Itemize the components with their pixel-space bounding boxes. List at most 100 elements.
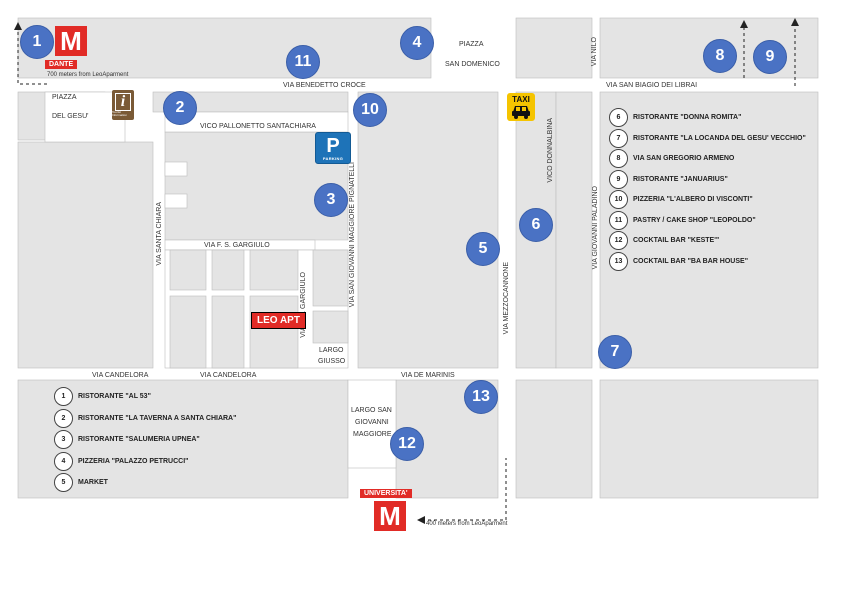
notch-1 — [164, 161, 188, 177]
sub-block-a — [169, 249, 207, 291]
block-bottom-left — [17, 379, 349, 499]
street-de-marinis: VIA DE MARINIS — [401, 372, 455, 379]
label-largo-sgm-2: GIOVANNI — [355, 419, 389, 426]
marker-5[interactable]: 5 — [466, 232, 500, 266]
street-donnalbina: VICO DONNALBINA — [547, 118, 554, 183]
legend-number: 4 — [54, 451, 73, 471]
legend-label: RISTORANTE "SALUMERIA UPNEA" — [78, 436, 200, 443]
street-pignatelli: VIA SAN GIOVANNI MAGGIORE PIGNATELLI — [349, 162, 356, 308]
legend-number: 11 — [609, 210, 628, 230]
legend-label: PASTRY / CAKE SHOP "LEOPOLDO" — [633, 216, 756, 224]
marker-7[interactable]: 7 — [598, 335, 632, 369]
marker-2[interactable]: 2 — [163, 91, 197, 125]
legend-number: 9 — [609, 169, 628, 189]
label-largo-giusso-2: GIUSSO — [318, 358, 346, 365]
street-candelora-2: VIA CANDELORA — [200, 372, 257, 379]
street-paladino: VIA GIOVANNI PALADINO — [592, 186, 599, 270]
notch-2 — [164, 193, 188, 209]
leo-apartment-label[interactable]: LEO APT — [251, 312, 306, 329]
marker-4[interactable]: 4 — [400, 26, 434, 60]
info-letter: i — [115, 92, 131, 111]
legend-number: 12 — [609, 231, 628, 250]
metro-dante-icon[interactable]: M — [55, 26, 87, 56]
legend-label: RISTORANTE "AL 53" — [78, 393, 151, 400]
street-nilo: VIA NILO — [591, 37, 598, 67]
legend-number: 8 — [609, 149, 628, 168]
parking-letter: P — [326, 134, 340, 157]
legend-label: RISTORANTE "LA LOCANDA DEL GESU' VECCHIO… — [633, 134, 806, 142]
arrow-8 — [740, 20, 748, 28]
marker-6[interactable]: 6 — [519, 208, 553, 242]
block-paladino-east — [599, 91, 819, 369]
legend-item: 6 RISTORANTE "DONNA ROMITA" — [609, 108, 741, 127]
path-dante — [17, 28, 47, 85]
legend-label: RISTORANTE "DONNA ROMITA" — [633, 114, 742, 121]
street-vico-pallonetto: VICO PALLONETTO SANTACHIARA — [200, 123, 316, 130]
metro-universita-name: UNIVERSITA' — [360, 489, 412, 498]
parking-icon[interactable]: P PARKING — [315, 132, 351, 164]
legend-item: 11 PASTRY / CAKE SHOP "LEOPOLDO" — [609, 210, 756, 230]
legend-number: 2 — [54, 408, 73, 428]
legend-label: RISTORANTE "JANUARIUS" — [633, 175, 728, 183]
legend-number: 5 — [54, 473, 73, 492]
label-piazza-gesu-2: DEL GESU' — [52, 113, 89, 120]
marker-11[interactable]: 11 — [286, 45, 320, 79]
metro-universita-icon[interactable]: M — [374, 501, 406, 531]
tourist-info-icon[interactable]: i Tourist Information — [112, 90, 134, 120]
marker-8[interactable]: 8 — [703, 39, 737, 73]
legend-label: PIZZERIA "PALAZZO PETRUCCI" — [78, 457, 189, 465]
legend-label: COCKTAIL BAR "BA BAR HOUSE" — [633, 257, 749, 265]
marker-12[interactable]: 12 — [390, 427, 424, 461]
info-text: Tourist Information — [112, 109, 128, 117]
legend-item: 2 RISTORANTE "LA TAVERNA A SANTA CHIARA" — [54, 408, 237, 428]
marker-13[interactable]: 13 — [464, 380, 498, 414]
street-santa-chiara: VIA SANTA CHIARA — [156, 202, 163, 266]
label-largo-sgm-3: MAGGIORE — [353, 431, 392, 438]
arrow-9 — [791, 18, 799, 26]
sub-block-e — [211, 295, 245, 369]
sub-block-d — [169, 295, 207, 369]
block-pignatelli-east — [357, 91, 499, 369]
metro-universita-note: 400 meters from LeoAparment — [426, 521, 508, 527]
largo-sgm-area — [347, 379, 397, 469]
metro-dante-name: DANTE — [45, 60, 78, 69]
legend-label: VIA SAN GREGORIO ARMENO — [633, 155, 735, 162]
legend-item: 4 PIZZERIA "PALAZZO PETRUCCI" — [54, 451, 189, 471]
sub-block-b — [211, 249, 245, 291]
legend-label: RISTORANTE "LA TAVERNA A SANTA CHIARA" — [78, 414, 237, 422]
legend-number: 6 — [609, 108, 628, 127]
legend-number: 10 — [609, 190, 628, 209]
legend-label: PIZZERIA "L'ALBERO DI VISCONTI" — [633, 196, 753, 203]
legend-item: 10 PIZZERIA "L'ALBERO DI VISCONTI" — [609, 190, 753, 209]
legend-item: 5 MARKET — [54, 473, 108, 492]
street-librai: VIA SAN BIAGIO DEI LIBRAI — [606, 82, 698, 89]
taxi-icon[interactable]: TAXI — [506, 92, 536, 122]
marker-3[interactable]: 3 — [314, 183, 348, 217]
street-candelora-1: VIA CANDELORA — [92, 372, 149, 379]
legend-item: 9 RISTORANTE "JANUARIUS" — [609, 169, 728, 189]
street-benedetto-croce: VIA BENEDETTO CROCE — [283, 82, 366, 89]
legend-label: COCKTAIL BAR "KESTE'" — [633, 237, 720, 244]
marker-9[interactable]: 9 — [753, 40, 787, 74]
taxi-text: TAXI — [512, 95, 530, 104]
label-largo-sgm-1: LARGO SAN — [351, 407, 392, 414]
arrow-dante — [14, 22, 22, 30]
parking-text: PARKING — [322, 155, 344, 161]
sub-block-f — [249, 295, 299, 369]
metro-dante-note: 700 meters from LeoAparment — [47, 72, 129, 78]
arrow-universita — [417, 516, 425, 524]
label-piazza-domenico-2: SAN DOMENICO — [445, 61, 500, 68]
legend-number: 7 — [609, 128, 628, 148]
piazza-gesu-square — [44, 91, 126, 143]
marker-10[interactable]: 10 — [353, 93, 387, 127]
marker-1[interactable]: 1 — [20, 25, 54, 59]
legend-label: MARKET — [78, 479, 108, 486]
path-universita — [422, 458, 507, 521]
label-piazza-domenico-1: PIAZZA — [459, 41, 484, 48]
block-gesu-lower — [17, 141, 154, 369]
block-bottom-mezzo — [515, 379, 593, 499]
